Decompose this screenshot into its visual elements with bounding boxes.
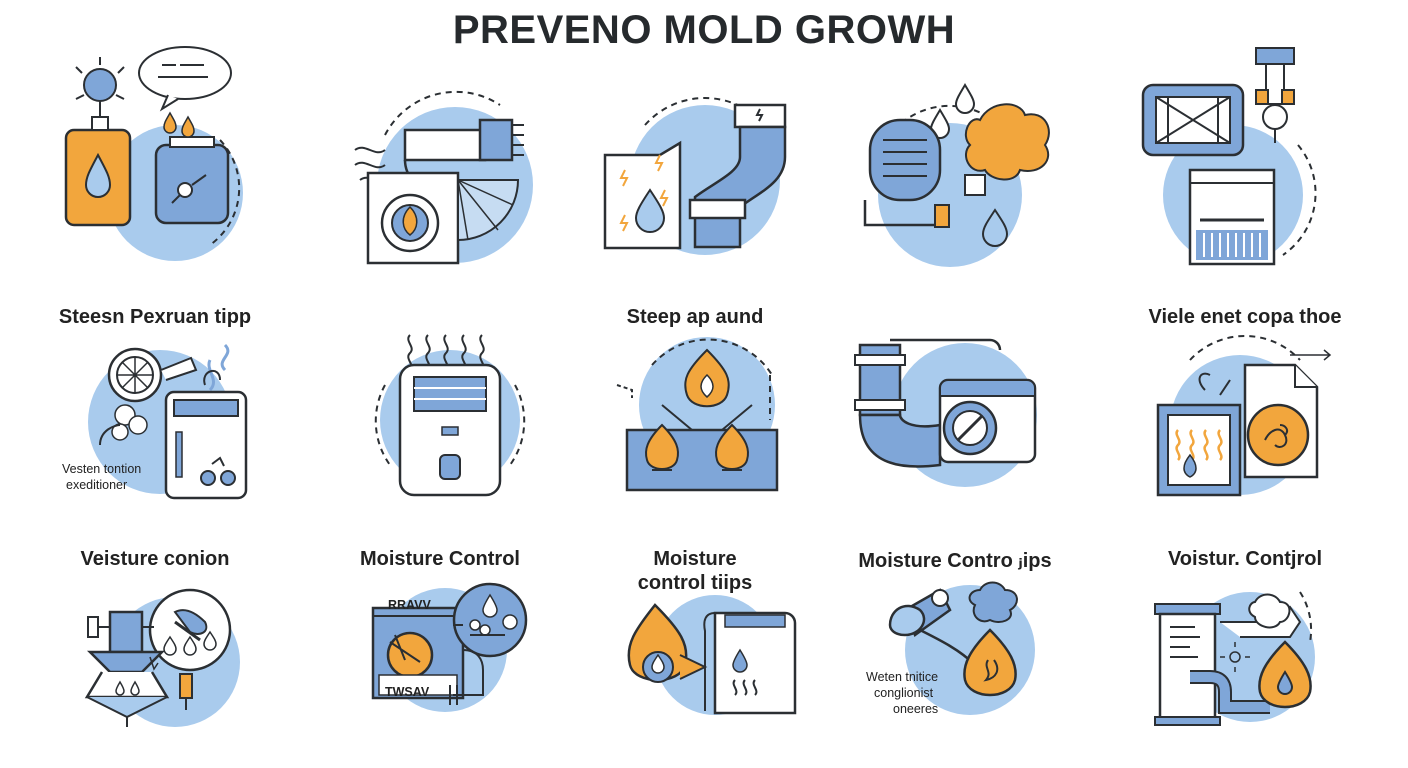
label-row3-col2-top: RRAVV — [388, 598, 431, 612]
ac-leak-icon — [863, 83, 1050, 267]
caption-row3-col2: Moisture Control — [360, 548, 520, 570]
wall-pipe-icon — [603, 97, 787, 255]
label-row2-col1-line2: exeditioner — [66, 478, 128, 492]
label-row2-col1-line1: Vesten tontion — [62, 462, 142, 476]
fan-dehumidifier-icon — [88, 343, 248, 500]
moisture-meter-icon — [371, 582, 528, 712]
boiler-flame-icon — [627, 595, 797, 715]
humidifier-icon — [64, 46, 243, 261]
heater-document-icon — [1156, 334, 1332, 497]
label-row3-col4-line3: oneeres — [893, 702, 939, 716]
document-drop-icon — [1154, 591, 1315, 726]
pipe-duct-icon — [854, 338, 1037, 487]
caption-row3-col3-line2: control tiips — [637, 572, 753, 594]
flame-burner-icon — [616, 337, 779, 492]
portable-dehumidifier-icon — [374, 334, 526, 497]
label-row3-col4-line2: conglionist — [874, 686, 934, 700]
caption-row2-col5: Viele enet copa thoe — [1148, 306, 1342, 328]
moisture-sprayer-icon — [84, 588, 240, 727]
caption-row3-col3-line1: Moisture — [653, 548, 737, 570]
caption-row3-col4: Moisture Contro ⱼips — [858, 550, 1052, 572]
pipe-flame-icon — [888, 581, 1035, 715]
caption-row3-col5: Voistur. Contjrol — [1167, 548, 1323, 570]
caption-row3-col1: Veisture conion — [80, 548, 230, 570]
air-filter-icon — [1141, 47, 1317, 266]
dryer-vent-icon — [354, 90, 533, 265]
label-row3-col2-bottom: TWSAV — [385, 685, 430, 699]
page-title: PREVENO MOLD GROWH — [452, 8, 956, 52]
label-row3-col4-line1: Weten tnitice — [866, 670, 939, 684]
caption-row2-col3: Steep ap aund — [626, 306, 764, 328]
caption-row2-col1: Steesn Pexruan tipp — [58, 306, 252, 328]
